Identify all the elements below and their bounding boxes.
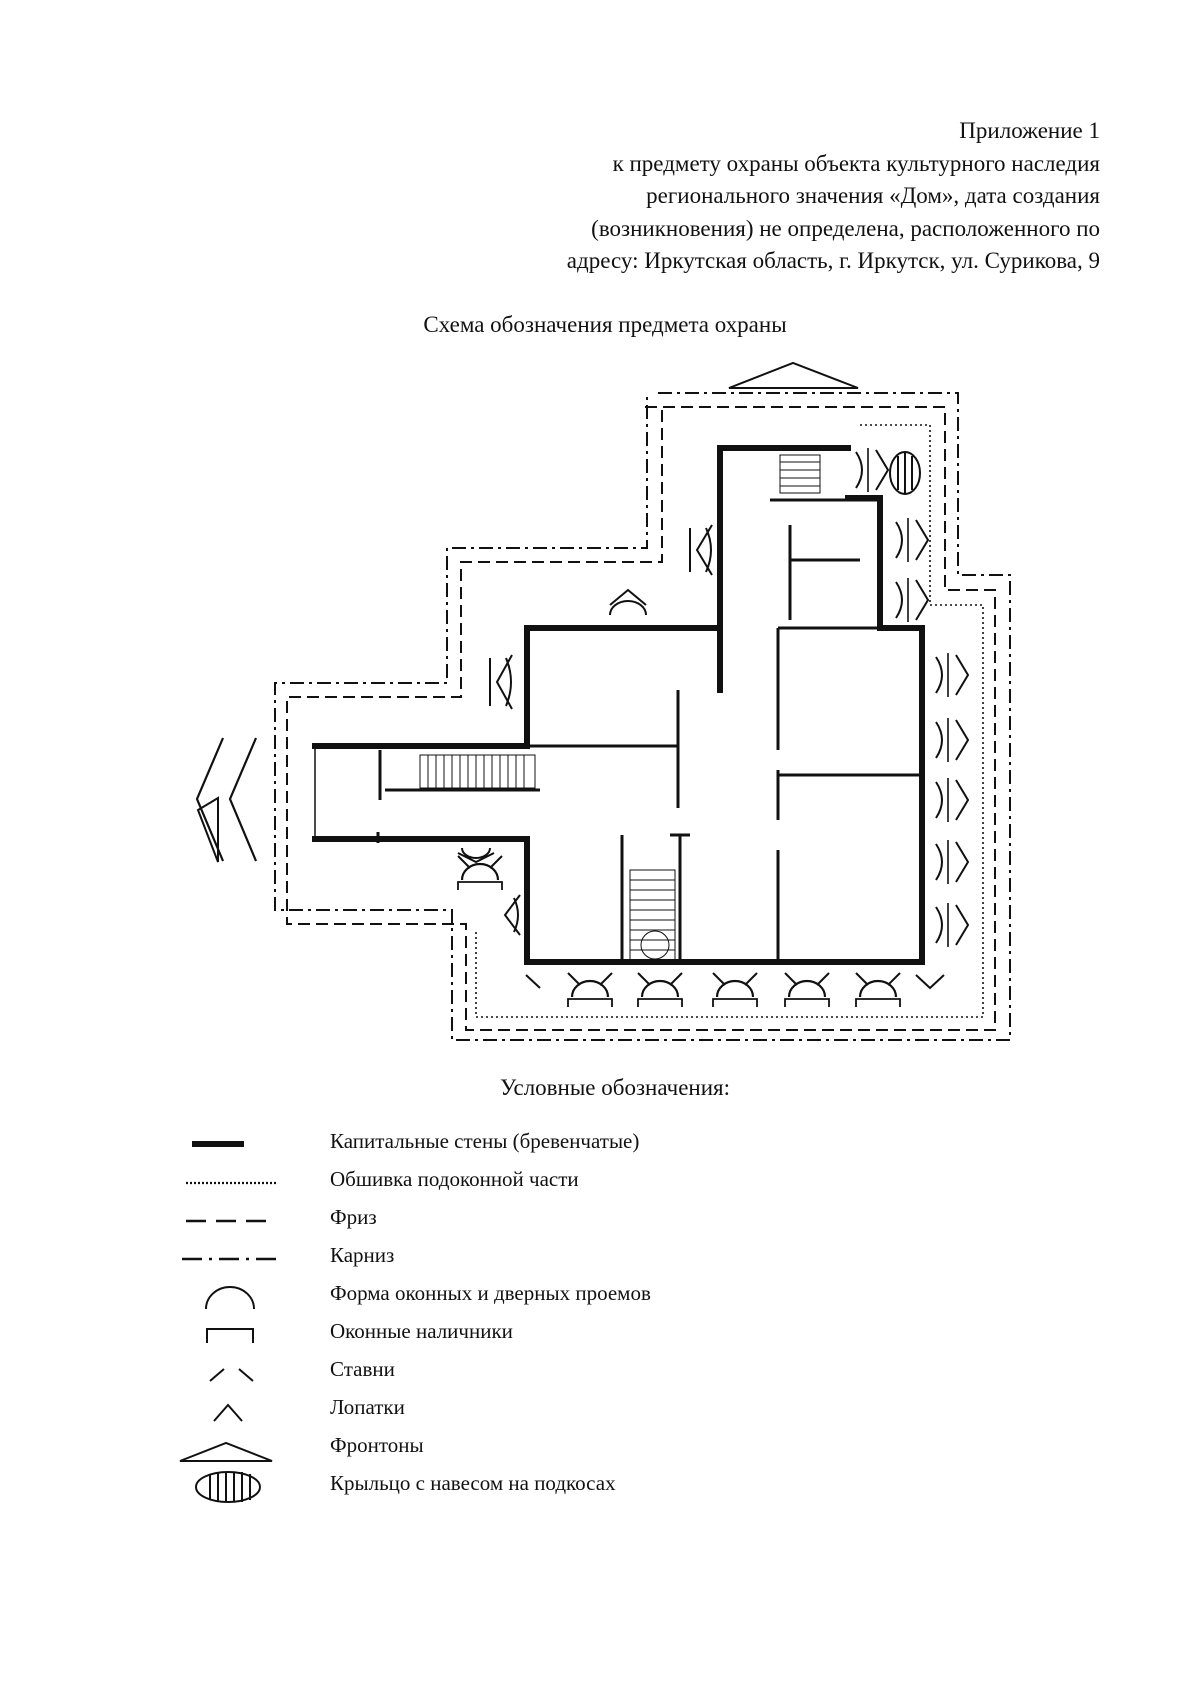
window-east-4 <box>935 839 969 885</box>
header-line: Приложение 1 <box>959 118 1100 143</box>
window-east-3 <box>935 777 969 823</box>
appendix-header: Приложение 1 к предмету охраны объекта к… <box>340 115 1100 278</box>
legend-item-casings: Оконные наличники <box>170 1315 1070 1353</box>
window-east-5 <box>935 902 969 948</box>
legend-label: Форма оконных и дверных проемов <box>330 1281 651 1305</box>
window-east-upper-1 <box>895 517 929 563</box>
window-south-4 <box>783 971 831 1009</box>
legend-label: Фриз <box>330 1205 377 1229</box>
window-east-1 <box>935 652 969 698</box>
legend-item-porch: Крыльцо с навесом на подкосах <box>170 1467 1070 1505</box>
legend-label: Оконные наличники <box>330 1319 513 1343</box>
partitions <box>376 498 922 962</box>
legend-label: Крыльцо с навесом на подкосах <box>330 1471 616 1495</box>
header-line: (возникновения) не определена, расположе… <box>591 215 1100 241</box>
staircase-south <box>629 869 676 961</box>
thick-wall-icon <box>192 1141 244 1147</box>
window-east-2 <box>935 717 969 763</box>
window-west-3 <box>503 894 521 936</box>
legend-item-cornice: Карниз <box>170 1239 1070 1277</box>
legend-label: Капитальные стены (бревенчатые) <box>330 1129 640 1153</box>
legend-item-capital-walls: Капитальные стены (бревенчатые) <box>170 1125 1070 1163</box>
pediment-west-2 <box>228 737 258 862</box>
capital-walls <box>312 445 925 965</box>
sheathing-outline <box>475 424 984 1018</box>
window-south-2 <box>636 971 684 1009</box>
porch <box>889 451 921 495</box>
staircase-north <box>779 454 821 494</box>
legend-label: Фронтоны <box>330 1433 424 1457</box>
header-line: адресу: Иркутская область, г. Иркутск, у… <box>566 248 1100 273</box>
window-west-1 <box>689 524 713 576</box>
pediment-north <box>728 361 859 389</box>
legend-item-pilasters: Лопатки <box>170 1391 1070 1429</box>
window-south-3 <box>711 971 759 1009</box>
window-west-2 <box>489 654 513 710</box>
frieze-outline <box>286 406 996 1031</box>
legend-item-sheathing: Обшивка подоконной части <box>170 1163 1070 1201</box>
staircase-west <box>419 754 536 789</box>
pediment-west-1 <box>195 737 225 862</box>
legend-label: Обшивка подоконной части <box>330 1167 579 1191</box>
legend-item-opening-shape: Форма оконных и дверных проемов <box>170 1277 1070 1315</box>
porch-icon <box>195 1471 261 1503</box>
chevron-icon <box>213 1403 243 1422</box>
window-east-top <box>855 447 889 493</box>
header-line: регионального значения «Дом», дата созда… <box>646 183 1100 208</box>
window-east-upper-2 <box>895 577 929 623</box>
pediment-west-outer <box>196 796 219 863</box>
pilaster-sw <box>525 974 541 989</box>
dashed-line-icon <box>186 1219 272 1223</box>
scheme-title: Схема обозначения предмета охраны <box>423 312 787 337</box>
bracket-icon <box>206 1328 254 1343</box>
header-line: к предмету охраны объекта культурного на… <box>612 150 1100 176</box>
arc-icon <box>205 1286 255 1310</box>
window-north-1 <box>609 588 647 616</box>
legend-item-frieze: Фриз <box>170 1201 1070 1239</box>
cornice-outline <box>274 392 1011 1041</box>
legend-item-pediments: Фронтоны <box>170 1429 1070 1467</box>
legend-label: Лопатки <box>330 1395 405 1419</box>
legend-title: Условные обозначения: <box>499 1075 731 1100</box>
dash-dot-line-icon <box>182 1257 278 1261</box>
window-north-2 <box>457 847 495 864</box>
legend-label: Ставни <box>330 1357 395 1381</box>
shutters-icon <box>209 1368 254 1382</box>
pilaster-se <box>915 974 945 990</box>
window-south-1 <box>566 971 614 1009</box>
pediment-icon <box>179 1441 273 1462</box>
legend-label: Карниз <box>330 1243 395 1267</box>
legend-item-shutters: Ставни <box>170 1353 1070 1391</box>
window-south-5 <box>854 971 902 1009</box>
dotted-line-icon <box>186 1181 276 1185</box>
